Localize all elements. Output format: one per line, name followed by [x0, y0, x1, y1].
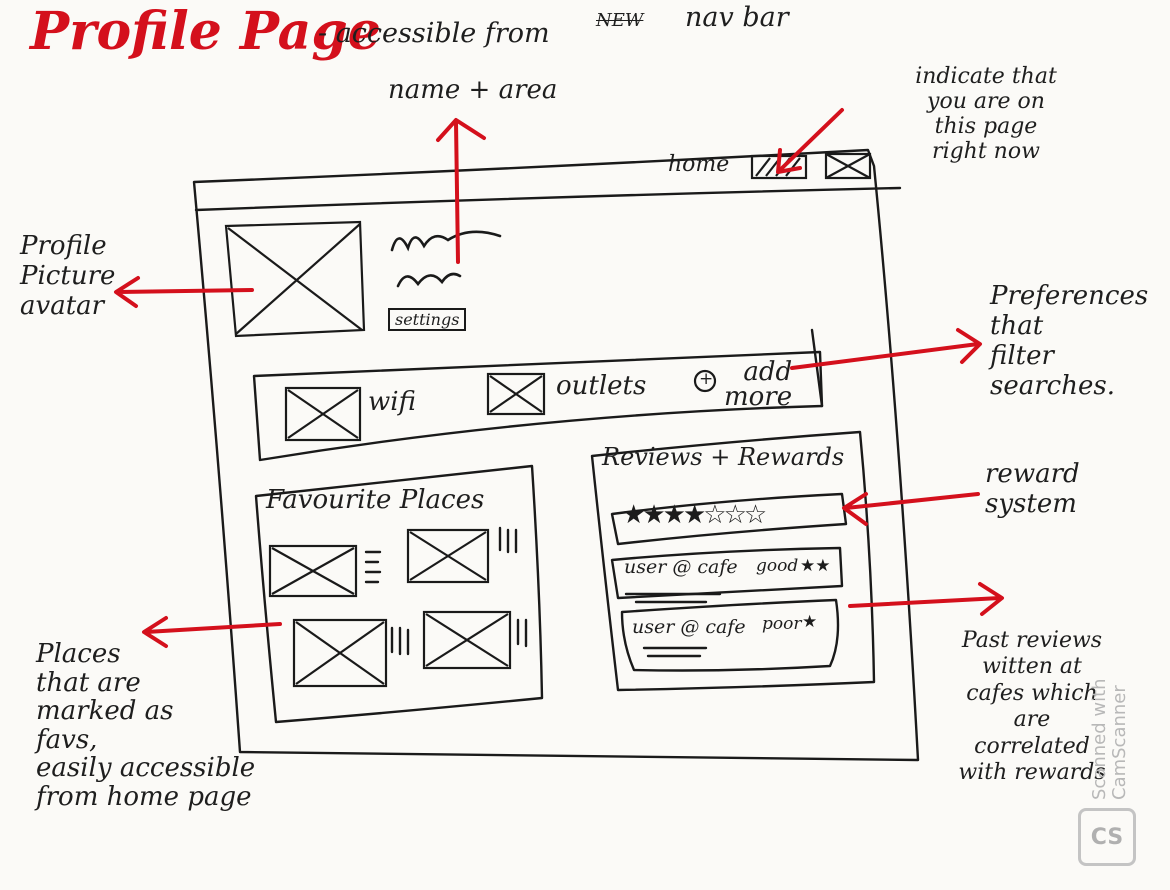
favourite-places-title: Favourite Places [266, 485, 485, 515]
star-empty-icon: ☆ [743, 500, 767, 530]
arrow-to-past-reviews [848, 582, 1004, 616]
wifi-placeholder [284, 386, 362, 442]
review-entry-box [620, 598, 840, 672]
annotation-indicates-current-page: indicate that you are on this page right… [915, 64, 1057, 164]
page-heading-subtitle-end: nav bar [685, 2, 789, 33]
annotation-preferences: Preferences that filter searches. [990, 281, 1149, 401]
favourite-place-text-lines [516, 618, 528, 648]
star-filled-icon: ★ [622, 500, 645, 530]
scanner-logo-icon: CS [1078, 808, 1136, 866]
arrow-to-current-page [776, 108, 844, 174]
settings-button: settings [388, 308, 467, 331]
name-scribble [390, 230, 502, 252]
annotation-name-area: name + area [388, 75, 558, 105]
annotation-favourite-places: Places that are marked as favs, easily a… [36, 639, 256, 812]
nav-home-link: home [668, 152, 730, 177]
preference-wifi-label: wifi [368, 387, 416, 417]
page-heading-subtitle: - accessible from [318, 18, 550, 49]
reward-star-rating: ★★★★☆☆☆ [622, 500, 767, 530]
favourite-place-text-lines [390, 626, 410, 656]
review-entry-text: user @ cafe [624, 556, 738, 578]
page-heading-title: Profile Page [30, 1, 381, 62]
review-entry-stars: ★★ [800, 556, 831, 576]
star-filled-icon: ★ [642, 500, 665, 530]
nav-profile-icon [824, 152, 872, 180]
area-scribble [396, 272, 462, 288]
reviews-rewards-panel [590, 430, 876, 692]
review-entry-rating: poor [762, 614, 802, 634]
star-filled-icon: ★ [682, 500, 706, 530]
add-preference-circle [693, 369, 717, 393]
preferences-panel-edge [810, 328, 824, 408]
favourite-place-thumbnail [406, 528, 490, 584]
annotation-reward-system: reward system [985, 459, 1080, 519]
review-entry-text-lines [642, 646, 708, 658]
arrow-to-profile-picture [114, 276, 254, 308]
favourite-place-thumbnail [268, 544, 358, 598]
scanner-watermark: Scanned with CamScanner [1089, 678, 1130, 800]
add-more-preferences: add more [724, 357, 793, 412]
annotation-profile-picture: Profile Picture avatar [20, 231, 116, 321]
favourite-place-text-lines [364, 550, 382, 584]
profile-picture-placeholder [224, 220, 366, 338]
favourite-place-thumbnail [422, 610, 512, 670]
nav-bar-divider [194, 186, 902, 212]
favourite-places-panel [254, 464, 544, 724]
reward-stars: ★★★★☆☆☆ [622, 500, 767, 530]
wireframe-outer-frame [192, 148, 920, 762]
review-entry-rating: good [756, 556, 799, 576]
arrow-to-favourite-places [142, 616, 282, 648]
review-entry-text: user @ cafe [632, 616, 746, 638]
favourite-place-text-lines [498, 526, 518, 554]
review-entry-stars: ★ [802, 612, 818, 632]
star-filled-icon: ★ [662, 500, 686, 530]
annotation-past-reviews: Past reviews witten at cafes which are c… [958, 628, 1106, 785]
add-preference-icon: + [699, 369, 714, 389]
preference-outlets-label: outlets [556, 371, 647, 401]
arrow-to-name-area [436, 118, 486, 264]
review-entry-text-lines [624, 592, 722, 604]
star-empty-icon: ☆ [723, 500, 747, 530]
favourite-place-thumbnail [292, 618, 388, 688]
outlets-placeholder [486, 372, 546, 416]
reviews-rewards-title: Reviews + Rewards [602, 443, 845, 471]
star-empty-icon: ☆ [703, 500, 726, 530]
arrow-to-reward-system [842, 492, 980, 526]
reward-star-bar [610, 492, 848, 546]
struck-word: NEW [596, 10, 644, 31]
arrow-to-preferences [790, 328, 982, 370]
